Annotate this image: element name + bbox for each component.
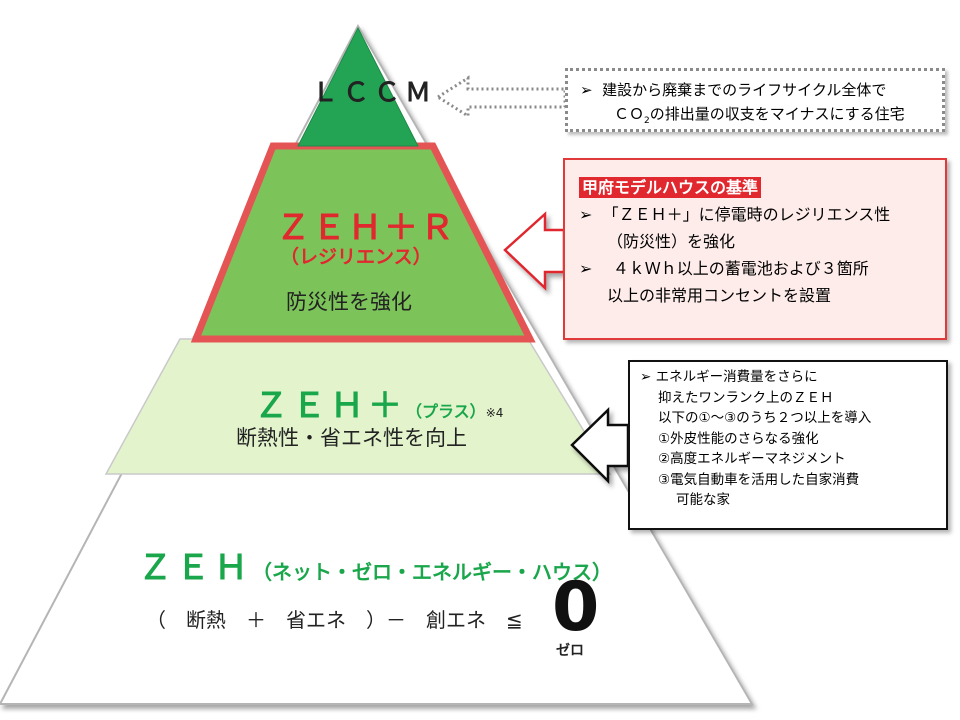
zeh-plus-subtitle: （プラス）	[406, 402, 486, 421]
zeh-heading: ＺＥＨ（ネット・ゼロ・エネルギー・ハウス）	[138, 540, 612, 589]
lccm-band	[297, 26, 419, 147]
bullet-icon: ➢	[580, 81, 593, 99]
zeh-plus-title: ＺＥＨ＋	[254, 386, 406, 426]
zeh-plus-callout-item-2: ②高度エネルギーマネジメント	[658, 451, 846, 467]
lccm-callout-line-2: ＣＯ2の排出量の収支をマイナスにする住宅	[614, 105, 905, 126]
zeh-r-arrow	[503, 211, 566, 291]
lccm-callout-line-1: ➢ 建設から廃棄までのライフサイクル全体で	[580, 81, 887, 99]
zeh-plus-callout-item-1: ①外皮性能のさらなる強化	[658, 430, 819, 447]
zeh-plus-callout-line-2: 抑えたワンランク上のＺＥＨ	[658, 389, 834, 406]
lccm-label: ＬＣＣＭ	[312, 78, 437, 108]
zeh-plus-callout-line-3: 以下の①～③のうち２つ以上を導入	[658, 410, 872, 426]
zeh-formula: （ 断熱 ＋ 省エネ ）－ 創エネ ≦	[146, 608, 523, 632]
lccm-callout: ➢ 建設から廃棄までのライフサイクル全体で ＣＯ2の排出量の収支をマイナスにする…	[565, 68, 945, 132]
zeh-plus-callout-item-3: ③電気自動車を活用した自家消費	[658, 471, 860, 488]
zeh-plus-description: 断熱性・省エネ性を向上	[236, 426, 467, 450]
zeh-plus-callout: ➢ エネルギー消費量をさらに 抑えたワンランク上のＺＥＨ 以下の①～③のうち２つ…	[628, 360, 948, 530]
zeh-plus-note: ※4	[485, 406, 504, 420]
zero-reading: ゼロ	[556, 643, 584, 659]
zeh-plus-heading: ＺＥＨ＋（プラス）※4	[254, 378, 503, 427]
kofu-item-2: ➢ ４ｋＷｈ以上の蓄電池および３箇所	[579, 259, 869, 278]
zeh-subtitle: （ネット・ゼロ・エネルギー・ハウス）	[252, 560, 612, 584]
zeh-plus-callout-line-1: ➢ エネルギー消費量をさらに	[640, 369, 818, 385]
bullet-icon: ➢	[579, 259, 593, 278]
zeh-plus-callout-item-3-cont: 可能な家	[676, 492, 730, 508]
kofu-item-1: ➢ 「ＺＥＨ＋」に停電時のレジリエンス性	[579, 205, 891, 224]
zeh-r-title: ＺＥＨ＋Ｒ	[276, 208, 456, 248]
bullet-icon: ➢	[640, 369, 652, 385]
kofu-item-2-cont: 以上の非常用コンセントを設置	[607, 286, 832, 305]
lccm-arrow	[435, 75, 567, 119]
bullet-icon: ➢	[579, 205, 593, 224]
zeh-r-subtitle: （レジリエンス）	[280, 246, 432, 268]
zeh-r-description: 防災性を強化	[286, 290, 412, 314]
zero-value: 0	[552, 568, 600, 647]
kofu-callout-header: 甲府モデルハウスの基準	[579, 177, 762, 198]
zeh-title: ＺＥＨ	[138, 548, 252, 588]
kofu-model-callout: 甲府モデルハウスの基準 ➢ 「ＺＥＨ＋」に停電時のレジリエンス性 （防災性）を強…	[563, 158, 947, 340]
kofu-item-1-cont: （防災性）を強化	[607, 232, 736, 251]
